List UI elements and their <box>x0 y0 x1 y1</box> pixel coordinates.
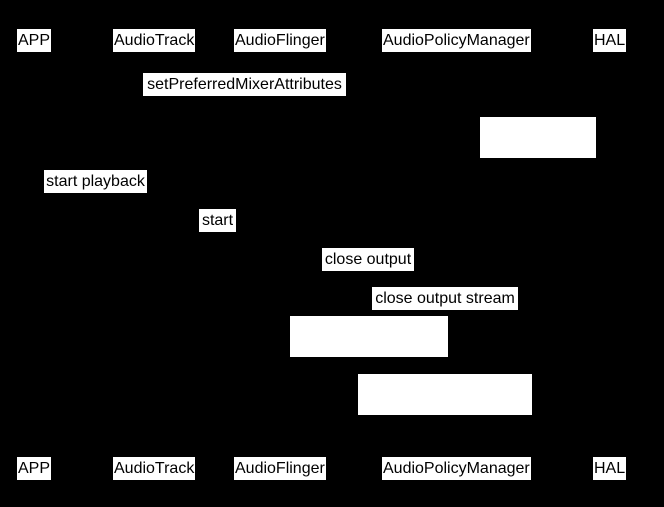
lifeline-audiopolicymanager <box>457 52 458 455</box>
arrow-head-close-output <box>450 268 457 276</box>
lifeline-audioflinger <box>280 52 281 455</box>
message-line-2: mixer attributes <box>482 219 592 236</box>
message-label-start: start <box>199 209 236 232</box>
message-label-set-preferred-mixer-attributes: setPreferredMixerAttributes <box>143 73 346 96</box>
message-label-open-output-stream-with-preferred-mixer-config: open output stream with preferred mixer … <box>358 374 532 493</box>
message-label-start-playback: start playback <box>44 170 147 193</box>
participant-footer-hal: HAL <box>593 457 627 480</box>
arrow-cache-preferred-mixer-attributes <box>457 158 479 159</box>
arrow-head-start-playback <box>148 190 155 198</box>
arrow-head-open-output-with-preferred-mixer-config <box>450 354 457 362</box>
message-line-1: open output with <box>310 358 428 375</box>
arrow-head-set-preferred-mixer-attributes <box>450 93 457 101</box>
arrow-head-close-output-stream <box>603 307 610 315</box>
participant-footer-audioflinger: AudioFlinger <box>234 457 326 480</box>
arrow-head-cache-preferred-mixer-attributes <box>457 154 464 162</box>
arrow-head-start <box>273 229 280 237</box>
arrow-open-output-stream-with-preferred-mixer-config <box>457 416 610 417</box>
participant-header-hal: HAL <box>593 29 627 52</box>
arrow-start-playback <box>35 194 155 195</box>
lifeline-hal <box>610 52 611 455</box>
message-line-1: open output stream with <box>360 416 531 433</box>
message-label-close-output: close output <box>322 248 414 271</box>
arrow-close-output <box>280 272 457 273</box>
arrow-set-preferred-mixer-attributes <box>35 97 457 98</box>
participant-header-audiopolicymanager: AudioPolicyManager <box>382 29 531 52</box>
participant-header-audioflinger: AudioFlinger <box>234 29 326 52</box>
message-label-open-output-with-preferred-mixer-config: open output with preferred mixer config <box>290 316 448 435</box>
message-label-close-output-stream: close output stream <box>372 287 518 310</box>
participant-footer-audiopolicymanager: AudioPolicyManager <box>382 457 531 480</box>
arrow-close-output-stream <box>457 311 610 312</box>
arrow-head-open-output-stream-with-preferred-mixer-config <box>603 412 610 420</box>
message-label-cache-preferred-mixer-attributes: cache preferred mixer attributes <box>480 117 596 236</box>
arrow-start <box>155 233 280 234</box>
arrow-open-output-with-preferred-mixer-config <box>280 358 457 359</box>
message-line-2: preferred mixer config <box>292 418 448 435</box>
participant-footer-audiotrack: AudioTrack <box>113 457 196 480</box>
lifeline-audiotrack <box>155 52 156 455</box>
lifeline-app <box>35 52 36 455</box>
participant-header-audiotrack: AudioTrack <box>113 29 196 52</box>
participant-footer-app: APP <box>17 457 52 480</box>
message-line-2: preferred mixer config <box>367 476 523 493</box>
message-line-1: cache preferred <box>482 159 595 176</box>
participant-header-app: APP <box>17 29 52 52</box>
